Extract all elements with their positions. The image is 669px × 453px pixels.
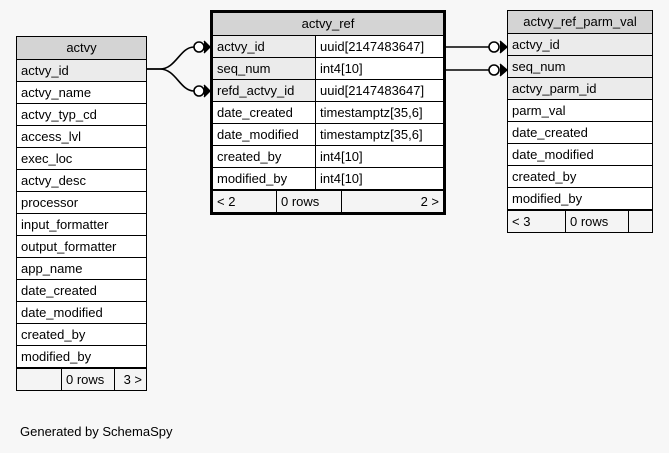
footer-parents-link[interactable] <box>17 369 61 390</box>
column-type: uuid[2147483647] <box>315 36 443 57</box>
crowfoot-marker <box>500 64 507 76</box>
column-name: created_by <box>508 166 652 187</box>
footer-children-link[interactable]: 2 > <box>341 191 443 212</box>
column-type: int4[10] <box>315 168 443 189</box>
table-row[interactable]: date_modified <box>508 144 652 166</box>
table-actvy[interactable]: actvy actvy_id actvy_name actvy_typ_cd a… <box>16 36 147 391</box>
table-row[interactable]: actvy_id <box>17 60 146 82</box>
table-row[interactable]: actvy_typ_cd <box>17 104 146 126</box>
table-row[interactable]: date_created <box>17 280 146 302</box>
column-type: timestamptz[35,6] <box>315 102 443 123</box>
column-name: seq_num <box>508 56 652 77</box>
link-endpoint-circle <box>488 64 500 76</box>
table-row[interactable]: date_modified <box>17 302 146 324</box>
table-actvy-title: actvy <box>17 37 146 60</box>
table-row[interactable]: seq_num int4[10] <box>213 58 443 80</box>
table-row[interactable]: actvy_desc <box>17 170 146 192</box>
table-row[interactable]: date_created timestamptz[35,6] <box>213 102 443 124</box>
table-row[interactable]: created_by <box>508 166 652 188</box>
footer-row-count: 0 rows <box>276 191 341 212</box>
footer-parents-link[interactable]: < 2 <box>213 191 276 212</box>
table-actvy-ref-parm-val-title: actvy_ref_parm_val <box>508 11 652 34</box>
column-name: date_modified <box>17 302 146 323</box>
table-actvy-ref[interactable]: actvy_ref actvy_id uuid[2147483647] seq_… <box>210 10 446 215</box>
table-row[interactable]: modified_by int4[10] <box>213 168 443 190</box>
column-name: modified_by <box>508 188 652 209</box>
column-name: actvy_desc <box>17 170 146 191</box>
column-name: date_created <box>508 122 652 143</box>
column-name: access_lvl <box>17 126 146 147</box>
table-row[interactable]: input_formatter <box>17 214 146 236</box>
column-name: actvy_id <box>213 36 315 57</box>
column-name: date_created <box>213 102 315 123</box>
table-parm-val-footer: < 3 0 rows <box>508 210 652 232</box>
column-name: seq_num <box>213 58 315 79</box>
column-type: timestamptz[35,6] <box>315 124 443 145</box>
table-actvy-ref-footer: < 2 0 rows 2 > <box>213 190 443 212</box>
link-endpoint-circle <box>193 85 205 97</box>
table-row[interactable]: actvy_name <box>17 82 146 104</box>
column-name: parm_val <box>508 100 652 121</box>
table-row[interactable]: modified_by <box>508 188 652 210</box>
column-name: processor <box>17 192 146 213</box>
link-endpoint-circle <box>488 41 500 53</box>
column-name: exec_loc <box>17 148 146 169</box>
link-endpoint-circle <box>193 41 205 53</box>
crowfoot-lines <box>499 40 508 54</box>
column-name: actvy_id <box>17 60 146 81</box>
table-row[interactable]: modified_by <box>17 346 146 368</box>
link-actvy-to-actvy-ref-refd-actvy-id <box>147 68 195 92</box>
column-name: date_created <box>17 280 146 301</box>
table-row[interactable]: refd_actvy_id uuid[2147483647] <box>213 80 443 102</box>
column-name: modified_by <box>17 346 146 367</box>
table-row[interactable]: exec_loc <box>17 148 146 170</box>
table-actvy-footer: 0 rows 3 > <box>17 368 146 390</box>
table-row[interactable]: processor <box>17 192 146 214</box>
column-name: refd_actvy_id <box>213 80 315 101</box>
column-name: actvy_id <box>508 34 652 55</box>
column-name: actvy_parm_id <box>508 78 652 99</box>
column-name: actvy_typ_cd <box>17 104 146 125</box>
table-row[interactable]: access_lvl <box>17 126 146 148</box>
crowfoot-lines <box>499 63 508 77</box>
crowfoot-marker <box>500 41 507 53</box>
column-name: created_by <box>213 146 315 167</box>
table-row[interactable]: created_by <box>17 324 146 346</box>
column-name: actvy_name <box>17 82 146 103</box>
footer-children-link[interactable] <box>628 211 652 232</box>
generated-by-caption: Generated by SchemaSpy <box>20 424 173 439</box>
column-type: int4[10] <box>315 58 443 79</box>
footer-children-link[interactable]: 3 > <box>114 369 146 390</box>
footer-row-count: 0 rows <box>565 211 628 232</box>
column-name: modified_by <box>213 168 315 189</box>
table-row[interactable]: date_created <box>508 122 652 144</box>
link-actvy-to-actvy-ref-actvy-id <box>147 46 195 70</box>
table-row[interactable]: created_by int4[10] <box>213 146 443 168</box>
table-row[interactable]: parm_val <box>508 100 652 122</box>
footer-row-count: 0 rows <box>61 369 114 390</box>
table-row[interactable]: seq_num <box>508 56 652 78</box>
table-row[interactable]: app_name <box>17 258 146 280</box>
column-name: output_formatter <box>17 236 146 257</box>
table-actvy-ref-parm-val[interactable]: actvy_ref_parm_val actvy_id seq_num actv… <box>507 10 653 233</box>
column-name: app_name <box>17 258 146 279</box>
column-name: input_formatter <box>17 214 146 235</box>
table-row[interactable]: actvy_id <box>508 34 652 56</box>
table-row[interactable]: actvy_id uuid[2147483647] <box>213 36 443 58</box>
column-name: created_by <box>17 324 146 345</box>
table-row[interactable]: output_formatter <box>17 236 146 258</box>
column-name: date_modified <box>508 144 652 165</box>
footer-parents-link[interactable]: < 3 <box>508 211 565 232</box>
column-name: date_modified <box>213 124 315 145</box>
column-type: uuid[2147483647] <box>315 80 443 101</box>
table-row[interactable]: date_modified timestamptz[35,6] <box>213 124 443 146</box>
column-type: int4[10] <box>315 146 443 167</box>
table-row[interactable]: actvy_parm_id <box>508 78 652 100</box>
table-actvy-ref-title: actvy_ref <box>213 13 443 36</box>
